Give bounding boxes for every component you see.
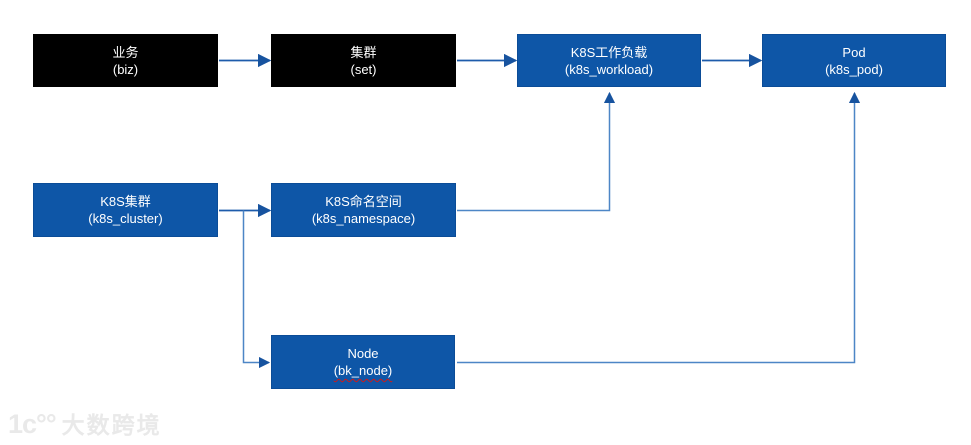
watermark-logo-icon: 1ϲ°° — [8, 409, 57, 439]
diagram-node-k8s-pod: Pod (k8s_pod) — [762, 34, 946, 87]
diagram-node-biz: 业务 (biz) — [33, 34, 218, 87]
edge-k8s-namespace-to-k8s-workload — [457, 91, 616, 212]
watermark-text: 大数跨境 — [61, 412, 162, 438]
diagram-node-bk-node: Node (bk_node) — [271, 335, 455, 389]
node-subtitle: (k8s_cluster) — [88, 211, 163, 226]
watermark: 1ϲ°° 大数跨境 — [8, 406, 162, 440]
node-subtitle: (k8s_namespace) — [311, 211, 416, 226]
node-subtitle: (k8s_pod) — [825, 61, 883, 77]
node-title: Pod — [842, 44, 866, 60]
node-title: K8S集群 — [100, 194, 151, 209]
node-title: K8S命名空间 — [325, 194, 402, 209]
node-title: 集群 — [350, 44, 377, 60]
diagram-node-k8s-namespace: K8S命名空间 (k8s_namespace) — [271, 183, 456, 237]
node-subtitle: (set) — [350, 61, 377, 77]
node-title: K8S工作负载 — [570, 44, 648, 60]
diagram-node-k8s-workload: K8S工作负载 (k8s_workload) — [517, 34, 701, 87]
node-subtitle: (bk_node) — [333, 363, 393, 378]
diagram-node-k8s-cluster: K8S集群 (k8s_cluster) — [33, 183, 218, 237]
node-title: 业务 — [112, 44, 139, 60]
node-subtitle: (k8s_workload) — [564, 61, 654, 77]
node-subtitle: (biz) — [112, 61, 139, 77]
node-title: Node — [347, 346, 379, 361]
edge-node-to-pod — [457, 91, 861, 364]
edge-k8s-cluster-to-node — [242, 210, 271, 369]
diagram-node-set: 集群 (set) — [271, 34, 456, 87]
